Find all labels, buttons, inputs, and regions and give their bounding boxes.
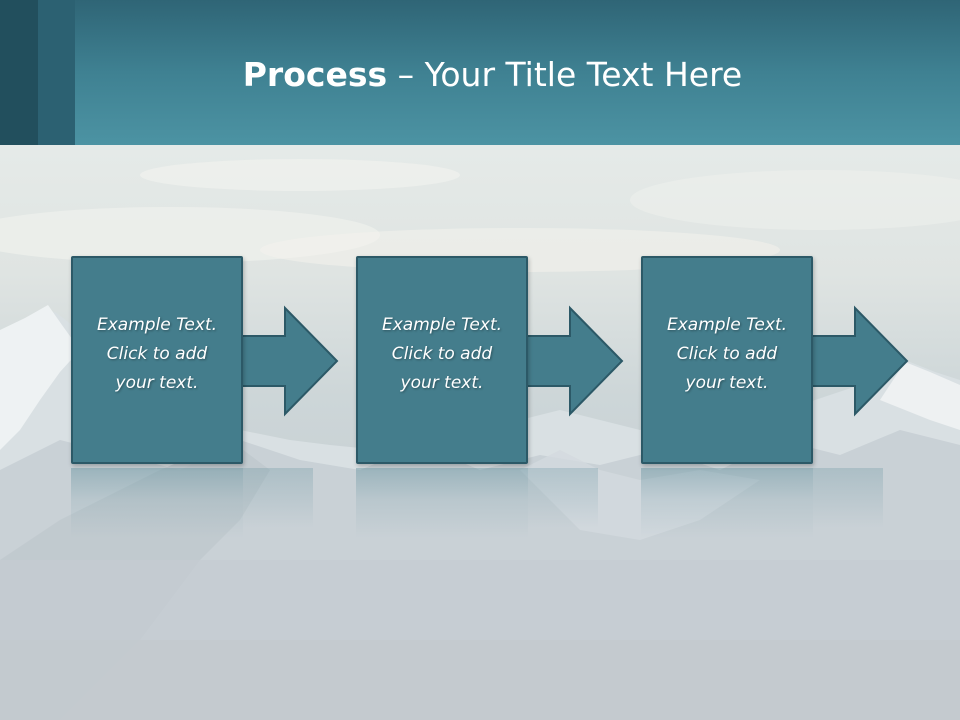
step-text[interactable]: Example Text. Click to add your text. [381,315,503,393]
arrow-1-reflection [243,468,313,528]
title-rest-part: – Your Title Text Here [387,55,743,94]
step-box [71,256,243,464]
arrow-2-reflection [528,468,598,528]
step-box [641,256,813,464]
process-step-3[interactable]: Example Text. Click to add your text. [641,256,911,468]
arrow-right-icon [523,305,624,417]
step-3-reflection [641,468,813,538]
header-accent-strip-mid [38,0,75,145]
arrow-right-icon [808,305,909,417]
process-step-1[interactable]: Example Text. Click to add your text. [71,256,341,468]
header-accent-strip-dark [0,0,38,145]
slide-title[interactable]: Process – Your Title Text Here [75,52,910,102]
step-text[interactable]: Example Text. Click to add your text. [96,315,218,393]
step-1-reflection [71,468,243,538]
step-box [356,256,528,464]
title-bold-part: Process [242,55,388,94]
step-2-reflection [356,468,528,538]
process-step-2[interactable]: Example Text. Click to add your text. [356,256,626,468]
step-text[interactable]: Example Text. Click to add your text. [666,315,788,393]
header-band: Process – Your Title Text Here [0,0,960,145]
arrow-right-icon [238,305,339,417]
arrow-3-reflection [813,468,883,528]
